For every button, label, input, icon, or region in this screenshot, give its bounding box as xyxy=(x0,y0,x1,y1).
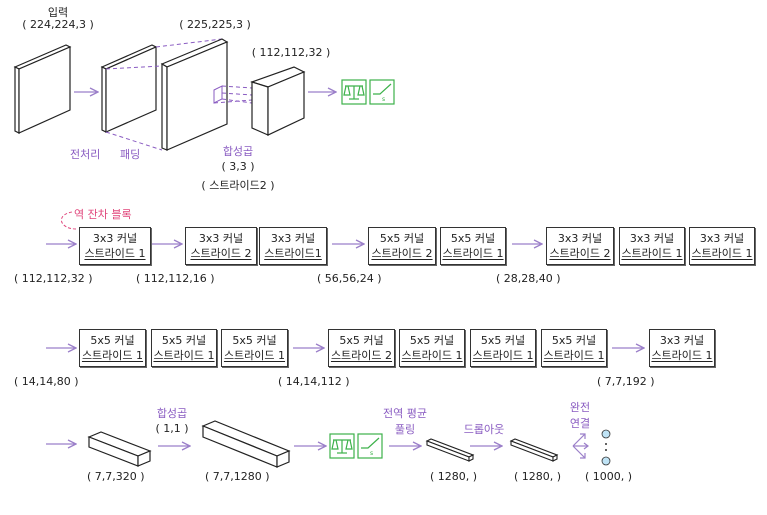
block-kernel: 5x5 커널 xyxy=(161,334,207,347)
block-stride: 스트라이드 1 xyxy=(81,349,144,362)
block-row1-1: 3x3 커널 스트라이드 1 xyxy=(79,227,151,265)
conv-output-cube xyxy=(250,66,306,136)
block-row1-7: 3x3 커널 스트라이드 1 xyxy=(619,227,685,265)
block-row2-8: 3x3 커널 스트라이드 1 xyxy=(649,329,715,367)
gap-label-line1: 전역 평균 xyxy=(383,407,427,420)
shape-label: ( 7,7,1280 ) xyxy=(205,470,270,483)
dropout-label: 드롭아웃 xyxy=(463,423,505,436)
shape-label: ( 28,28,40 ) xyxy=(496,272,561,285)
block-stride: 스트라이드 1 xyxy=(84,247,146,260)
padded-shape: ( 225,225,3 ) xyxy=(179,18,251,31)
padding-label: 패딩 xyxy=(120,148,141,161)
shape-label: ( 1280, ) xyxy=(514,470,562,483)
block-kernel: 3x3 커널 xyxy=(699,232,745,245)
block-row1-5: 5x5 커널 스트라이드 1 xyxy=(440,227,506,265)
block-stride: 스트라이드 2 xyxy=(190,247,252,260)
feature-bar-1280 xyxy=(201,420,291,468)
vector-bar-gap xyxy=(425,438,475,462)
residual-block-label: 역 잔차 블록 xyxy=(74,208,132,221)
block-row2-5: 5x5 커널 스트라이드 1 xyxy=(399,329,465,367)
shape-label: ( 112,112,16 ) xyxy=(136,272,215,285)
feature-bar-320 xyxy=(87,431,152,467)
block-stride: 스트라이드 1 xyxy=(442,247,504,260)
block-kernel: 3x3 커널 xyxy=(198,232,244,245)
conv-out-shape: ( 112,112,32 ) xyxy=(251,46,331,59)
activation-switch-icon xyxy=(369,79,395,105)
block-kernel: 3x3 커널 xyxy=(92,232,138,245)
padded-slab xyxy=(160,38,229,151)
block-row2-6: 5x5 커널 스트라이드 1 xyxy=(470,329,536,367)
output-node-bottom xyxy=(601,456,611,466)
block-row1-3: 3x3 커널 스트라이드1 xyxy=(259,227,327,265)
fc-label-line2: 연결 xyxy=(569,417,591,430)
block-row2-3: 5x5 커널 스트라이드 1 xyxy=(221,329,288,367)
shape-label: ( 1000, ) xyxy=(585,470,633,483)
block-kernel: 5x5 커널 xyxy=(339,334,384,347)
shape-label: ( 56,56,24 ) xyxy=(317,272,382,285)
block-row2-1: 5x5 커널 스트라이드 1 xyxy=(79,329,146,367)
batch-norm-scale-icon xyxy=(341,79,367,105)
conv-kernel: ( 3,3 ) xyxy=(221,160,255,173)
block-stride: 스트라이드 2 xyxy=(330,349,393,362)
block-stride: 스트라이드 1 xyxy=(543,349,605,362)
block-stride: 스트라이드 2 xyxy=(549,247,611,260)
shape-label: ( 14,14,80 ) xyxy=(14,375,79,388)
conv-label: 합성곱 xyxy=(222,145,254,158)
block-stride: 스트라이드 2 xyxy=(371,247,433,260)
block-stride: 스트라이드 1 xyxy=(401,349,463,362)
activation-icon-label: s xyxy=(370,450,373,457)
shape-label: ( 1280, ) xyxy=(430,470,478,483)
block-stride: 스트라이드 1 xyxy=(153,349,215,362)
block-kernel: 5x5 커널 xyxy=(480,334,526,347)
conv-projection-lines xyxy=(213,85,253,104)
shape-label: ( 112,112,32 ) xyxy=(14,272,93,285)
fully-connected-arrows-icon xyxy=(572,433,589,459)
input-title: 입력 xyxy=(47,6,69,19)
block-stride: 스트라이드1 xyxy=(264,247,322,260)
block-kernel: 3x3 커널 xyxy=(659,334,705,347)
block-kernel: 3x3 커널 xyxy=(629,232,675,245)
block-kernel: 5x5 커널 xyxy=(379,232,425,245)
block-kernel: 5x5 커널 xyxy=(450,232,496,245)
activation-switch-icon xyxy=(357,433,383,459)
block-stride: 스트라이드 1 xyxy=(223,349,286,362)
block-kernel: 3x3 커널 xyxy=(270,232,316,245)
block-row1-2: 3x3 커널 스트라이드 2 xyxy=(185,227,257,265)
block-kernel: 5x5 커널 xyxy=(90,334,135,347)
block-row1-6: 3x3 커널 스트라이드 2 xyxy=(546,227,614,265)
activation-icon-label: s xyxy=(382,96,385,103)
block-stride: 스트라이드 1 xyxy=(651,349,713,362)
block-kernel: 3x3 커널 xyxy=(557,232,603,245)
preprocess-label: 전처리 xyxy=(70,148,101,161)
preprocessed-slab xyxy=(100,44,158,133)
block-row1-4: 5x5 커널 스트라이드 2 xyxy=(368,227,436,265)
fc-label-line1: 완전 xyxy=(569,401,591,414)
conv1x1-label: 합성곱 xyxy=(156,407,188,420)
shape-label: ( 7,7,320 ) xyxy=(87,470,145,483)
input-slab xyxy=(13,44,72,134)
block-row2-4: 5x5 커널 스트라이드 2 xyxy=(328,329,395,367)
block-kernel: 5x5 커널 xyxy=(409,334,455,347)
block-kernel: 5x5 커널 xyxy=(551,334,597,347)
conv1x1-kernel: ( 1,1 ) xyxy=(155,422,189,435)
output-node-top xyxy=(601,429,611,439)
block-row2-7: 5x5 커널 스트라이드 1 xyxy=(541,329,607,367)
ellipsis-dot xyxy=(605,449,607,451)
vector-bar-dropout xyxy=(509,438,559,462)
block-stride: 스트라이드 1 xyxy=(691,247,753,260)
block-stride: 스트라이드 1 xyxy=(472,349,534,362)
shape-label: ( 7,7,192 ) xyxy=(597,375,655,388)
gap-label-line2: 풀링 xyxy=(394,423,416,436)
input-shape: ( 224,224,3 ) xyxy=(22,18,94,31)
block-row1-8: 3x3 커널 스트라이드 1 xyxy=(689,227,755,265)
batch-norm-scale-icon xyxy=(329,433,355,459)
conv-stride: ( 스트라이드2 ) xyxy=(201,179,275,192)
block-kernel: 5x5 커널 xyxy=(232,334,277,347)
block-stride: 스트라이드 1 xyxy=(621,247,683,260)
block-row2-2: 5x5 커널 스트라이드 1 xyxy=(151,329,217,367)
residual-connection-curve xyxy=(61,211,77,230)
shape-label: ( 14,14,112 ) xyxy=(278,375,350,388)
padding-guide-lines xyxy=(105,38,223,151)
ellipsis-dot xyxy=(605,443,607,445)
